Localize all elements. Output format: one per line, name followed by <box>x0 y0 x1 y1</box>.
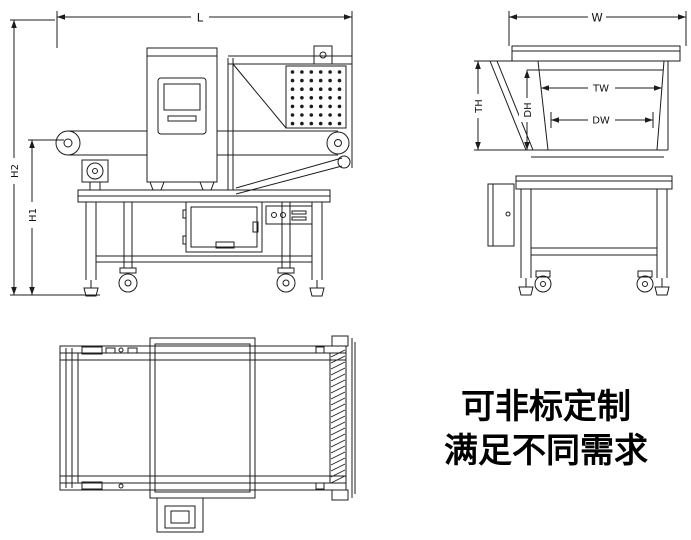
metal-detector-head <box>146 47 218 191</box>
dimension-dh: DH <box>519 69 539 150</box>
top-view-details <box>81 346 325 490</box>
dimension-w: W <box>508 9 687 46</box>
dimension-h2: H2 <box>6 19 55 295</box>
dimension-label-h1: H1 <box>28 208 39 222</box>
caption-line-2: 满足不同需求 <box>444 432 648 470</box>
conveyor-belt-front <box>55 130 350 190</box>
dimension-label-tw: TW <box>592 84 609 95</box>
control-cabinet <box>182 201 263 253</box>
dimension-label-l: L <box>197 11 204 25</box>
display-panel <box>157 77 207 135</box>
control-cabinet-side <box>487 183 515 247</box>
caster-wheel-side-right <box>636 270 654 293</box>
dimension-h1: H1 <box>10 139 100 296</box>
caster-wheel-left <box>118 267 138 293</box>
machine-stand-side <box>515 175 673 296</box>
keypad-strip <box>167 115 197 122</box>
top-view-left-roller <box>65 348 79 488</box>
leveling-foot-side-left <box>518 278 534 296</box>
drive-roller-hatch <box>330 349 346 484</box>
caster-wheel-side-left <box>534 270 552 293</box>
leveling-foot-left <box>83 280 99 297</box>
side-tabletop <box>511 45 681 62</box>
top-view-frame <box>59 345 347 491</box>
dimension-label-dh: DH <box>523 102 534 117</box>
dimension-tw: TW <box>541 80 662 95</box>
side-view-drawing: W TW <box>470 9 687 296</box>
top-view-drawing <box>59 335 356 533</box>
top-view-control-box <box>156 497 204 533</box>
custom-caption: 可非标定制 满足不同需求 <box>444 388 648 470</box>
front-view-drawing: L H2 H1 <box>6 9 353 297</box>
dimension-label-dw: DW <box>592 116 610 127</box>
dimension-th: TH <box>470 60 526 151</box>
dimension-label-th: TH <box>474 99 485 114</box>
top-view-detector-footprint <box>149 337 256 499</box>
reject-conveyor-assembly <box>227 45 353 195</box>
detector-tunnel-section <box>489 60 669 158</box>
perforation-dots <box>290 70 342 126</box>
dimension-l: L <box>56 9 353 56</box>
top-view-drive-end <box>329 335 356 501</box>
dimension-label-h2: H2 <box>10 164 21 178</box>
dimension-dw: DW <box>550 112 654 128</box>
display-screen <box>163 83 201 111</box>
dimension-label-w: W <box>591 11 602 25</box>
leveling-foot-right <box>309 280 325 297</box>
incline-chute <box>235 155 351 195</box>
belt-drive-motor <box>81 159 109 190</box>
perforated-plate <box>285 65 347 129</box>
caster-wheel-right <box>276 267 296 293</box>
sensor-box <box>313 45 333 65</box>
leveling-foot-side-right <box>654 278 670 296</box>
caption-line-1: 可非标定制 <box>461 388 631 426</box>
control-panel-strip <box>265 205 313 225</box>
